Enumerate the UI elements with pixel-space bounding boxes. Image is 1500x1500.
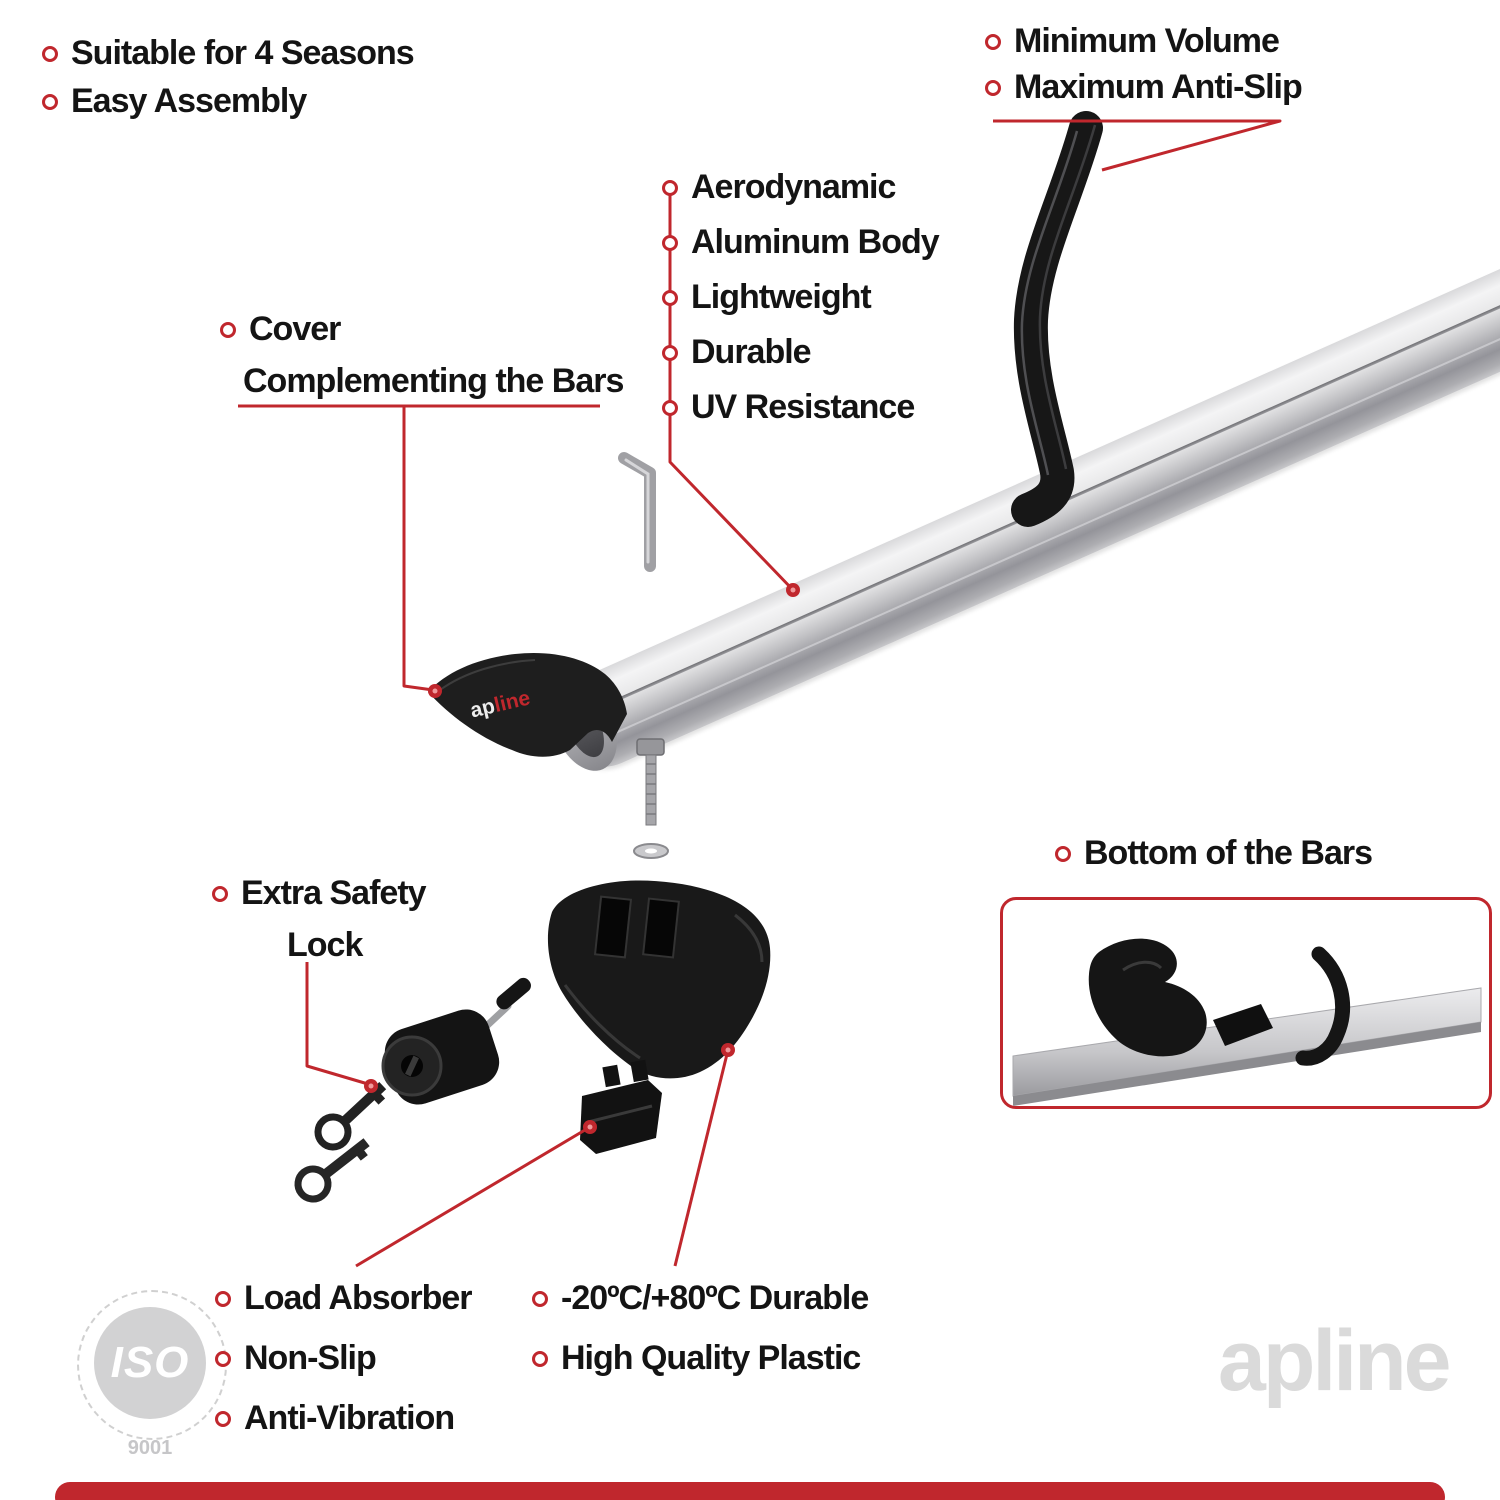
bullet-icon: [42, 45, 58, 62]
bullet-icon: [662, 344, 678, 361]
callout-line-cover: [238, 404, 600, 692]
feature-maximum-antislip: Maximum Anti-Slip: [985, 68, 1303, 106]
feature-label: Aluminum Body: [691, 223, 940, 261]
feature-durable: Durable: [662, 333, 812, 371]
bullet-icon: [662, 289, 678, 306]
safety-lock-illustration: [381, 977, 531, 1105]
feature-label: Easy Assembly: [71, 82, 307, 120]
brand-watermark: apline: [1218, 1313, 1452, 1409]
feature-lightweight: Lightweight: [662, 278, 872, 316]
callout-line-absorber: [355, 1125, 591, 1268]
inset-bar-edge: [1013, 1022, 1481, 1106]
bottom-of-bars-inset: [1000, 897, 1492, 1109]
bullet-icon: [532, 1350, 548, 1367]
bullet-icon: [662, 399, 678, 416]
bullet-icon: [532, 1290, 548, 1307]
feature-label: -20ºC/+80ºC Durable: [561, 1279, 869, 1317]
feature-easy-assembly: Easy Assembly: [42, 82, 307, 120]
keys-illustration: [294, 1081, 387, 1203]
feature-label: High Quality Plastic: [561, 1339, 861, 1377]
bullet-icon: [42, 93, 58, 110]
callout-line-lock: [305, 962, 369, 1086]
feature-label: Durable: [691, 333, 812, 371]
lock-callout-line1: Extra Safety: [212, 874, 427, 912]
feature-load-absorber: Load Absorber: [215, 1279, 473, 1317]
feature-label: Load Absorber: [244, 1279, 473, 1317]
cover-brand-logo-line: line: [491, 686, 533, 718]
cover-callout-line2: Complementing the Bars: [243, 362, 624, 400]
mounting-foot-illustration: [547, 880, 771, 1079]
bullet-icon: [212, 885, 228, 902]
callout-label: Cover: [249, 310, 341, 348]
feature-label: Maximum Anti-Slip: [1014, 68, 1303, 106]
rubber-strip-illustration: [1011, 111, 1103, 527]
feature-anti-vibration: Anti-Vibration: [215, 1399, 455, 1437]
inset-clamp: [1088, 938, 1207, 1057]
callout-label: Extra Safety: [241, 874, 427, 912]
iso-badge-number: 9001: [127, 1437, 173, 1459]
feature-temperature-durable: -20ºC/+80ºC Durable: [532, 1279, 869, 1317]
feature-aerodynamic: Aerodynamic: [662, 168, 896, 206]
feature-suitable-4-seasons: Suitable for 4 Seasons: [42, 34, 415, 72]
callout-label: Complementing the Bars: [243, 362, 624, 400]
feature-aluminum-body: Aluminum Body: [662, 223, 940, 261]
bullet-icon: [215, 1290, 231, 1307]
callout-line-foot: [673, 1049, 730, 1267]
feature-minimum-volume: Minimum Volume: [985, 22, 1280, 60]
callout-label: Bottom of the Bars: [1084, 834, 1373, 872]
feature-label: Lightweight: [691, 278, 872, 316]
iso-badge-circle: ISO: [94, 1307, 206, 1419]
feature-label: Non-Slip: [244, 1339, 377, 1377]
feature-label: Minimum Volume: [1014, 22, 1280, 60]
cover-brand-logo: apline: [468, 686, 533, 723]
feature-uv-resistance: UV Resistance: [662, 388, 915, 426]
feature-label: Suitable for 4 Seasons: [71, 34, 415, 72]
bullet-icon: [985, 33, 1001, 50]
cover-callout-line1: Cover: [220, 310, 341, 348]
bullet-icon: [220, 321, 236, 338]
feature-label: Aerodynamic: [691, 168, 896, 206]
iso-badge-title: ISO: [110, 1338, 190, 1387]
bullet-icon: [1055, 845, 1071, 862]
callout-label: Lock: [287, 926, 363, 964]
lock-callout-line2: Lock: [287, 926, 363, 964]
iso-badge: ISO 9001: [75, 1284, 227, 1460]
bottom-bars-callout: Bottom of the Bars: [1055, 834, 1373, 872]
feature-non-slip: Non-Slip: [215, 1339, 377, 1377]
inset-foot-wedge: [1213, 1004, 1273, 1046]
bullet-icon: [215, 1350, 231, 1367]
callout-line-antislip: [993, 119, 1282, 172]
bullet-icon: [662, 179, 678, 196]
load-absorber-illustration: [580, 1059, 662, 1154]
bullet-icon: [985, 79, 1001, 96]
washer-illustration: [633, 843, 669, 859]
feature-label: UV Resistance: [691, 388, 915, 426]
inset-clamp-detail: [1122, 960, 1163, 972]
bottom-red-bar: [55, 1482, 1445, 1500]
hex-key-icon: [618, 452, 656, 572]
crossbar-illustration: [539, 246, 1500, 782]
feature-label: Anti-Vibration: [244, 1399, 455, 1437]
inset-rubber-strip: [1295, 946, 1351, 1066]
crossbar-endcap: [539, 675, 630, 781]
feature-high-quality-plastic: High Quality Plastic: [532, 1339, 861, 1377]
bullet-icon: [662, 234, 678, 251]
bullet-icon: [215, 1410, 231, 1427]
bottom-of-bars-inset-graphic: [1012, 938, 1482, 1106]
